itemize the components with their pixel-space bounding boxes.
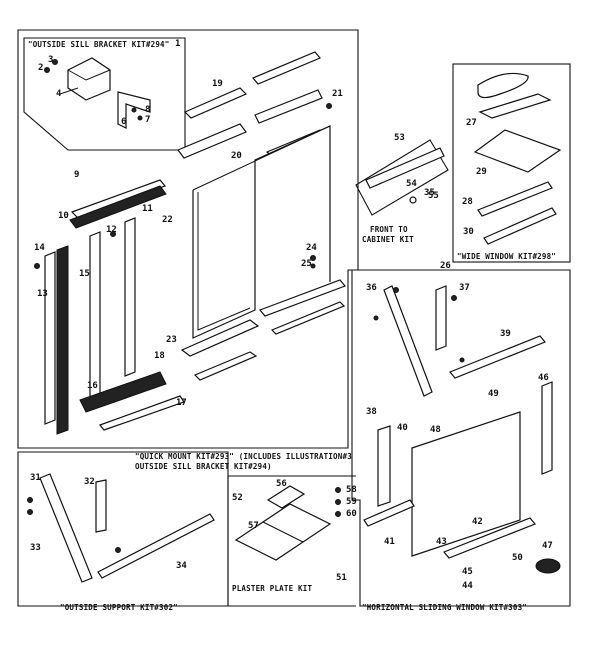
callout: 23 xyxy=(166,335,177,345)
callout: 22 xyxy=(162,215,173,225)
outside-sill-bracket-kit-border xyxy=(23,37,186,151)
callout: 6 xyxy=(121,117,126,127)
callout: 29 xyxy=(476,167,487,177)
callout: 9 xyxy=(74,170,79,180)
callout: 60 xyxy=(346,509,357,519)
callout: 51 xyxy=(336,573,347,583)
callout: 35 xyxy=(424,188,435,198)
callout: 15 xyxy=(79,269,90,279)
horizontal-sliding-window-kit-border xyxy=(351,269,571,607)
callout: 59 xyxy=(346,497,357,507)
callout: 38 xyxy=(366,407,377,417)
callout: 43 xyxy=(436,537,447,547)
callout: 54 xyxy=(406,179,417,189)
callout: 34 xyxy=(176,561,187,571)
callout: 17 xyxy=(176,398,187,408)
plaster-plate-parts xyxy=(234,485,341,561)
callout: 3 xyxy=(48,55,53,65)
callout: 13 xyxy=(37,289,48,299)
callout: 28 xyxy=(462,197,473,207)
callout: 7 xyxy=(145,115,150,125)
horizontal-sliding-window-kit-caption: "HORIZONTAL SLIDING WINDOW KIT#303" xyxy=(362,603,527,612)
callout: 30 xyxy=(463,227,474,237)
callout: 1 xyxy=(175,39,180,49)
callout: 50 xyxy=(512,553,523,563)
callout: 42 xyxy=(472,517,483,527)
callout: 4 xyxy=(56,89,62,99)
callout: 53 xyxy=(394,133,405,143)
callout: 48 xyxy=(430,425,441,435)
callout: 14 xyxy=(34,243,45,253)
callout: 2 xyxy=(38,63,43,73)
callout: 12 xyxy=(106,225,117,235)
callout: 21 xyxy=(332,89,343,99)
callout: 56 xyxy=(276,479,287,489)
callout: 19 xyxy=(212,79,223,89)
outside-sill-bracket-kit-caption: "OUTSIDE SILL BRACKET KIT#294" xyxy=(28,40,169,49)
wide-window-kit-caption: "WIDE WINDOW KIT#298" xyxy=(457,252,556,261)
callout: 25 xyxy=(301,259,312,269)
callout: 24 xyxy=(306,243,317,253)
callout: 46 xyxy=(538,373,549,383)
wide-window-kit-border xyxy=(452,63,571,263)
callout: 45 xyxy=(462,567,473,577)
plaster-plate-kit-border xyxy=(227,475,356,607)
callout: 32 xyxy=(84,477,95,487)
callout: 37 xyxy=(459,283,470,293)
callout: 26 xyxy=(440,261,451,271)
callout: 39 xyxy=(500,329,511,339)
quick-mount-kit-caption-line1: "QUICK MOUNT KIT#293" (INCLUDES ILLUSTRA… xyxy=(135,452,352,461)
quick-mount-kit-border xyxy=(17,29,359,449)
quick-mount-parts xyxy=(34,51,347,435)
callout: 36 xyxy=(366,283,377,293)
quick-mount-kit-caption-line2: OUTSIDE SILL BRACKET KIT#294) xyxy=(135,462,272,471)
callout: 49 xyxy=(488,389,499,399)
callout: 57 xyxy=(248,521,259,531)
callout: 40 xyxy=(397,423,408,433)
callout: 41 xyxy=(384,537,395,547)
callout: 20 xyxy=(231,151,242,161)
plaster-plate-kit-caption: PLASTER PLATE KIT xyxy=(232,584,312,593)
callout: 18 xyxy=(154,351,165,361)
callout: 52 xyxy=(232,493,243,503)
callout: 8 xyxy=(145,105,150,115)
callout: 44 xyxy=(462,581,473,591)
callout: 16 xyxy=(87,381,98,391)
callout: 11 xyxy=(142,204,153,214)
wide-window-parts xyxy=(473,72,562,245)
front-to-cabinet-kit-caption-line1: FRONT TO xyxy=(370,225,408,234)
sill-bracket-parts xyxy=(44,57,151,129)
outside-support-parts xyxy=(27,473,215,583)
horizontal-sliding-window-parts xyxy=(363,285,561,574)
callout: 58 xyxy=(346,485,357,495)
front-to-cabinet-parts xyxy=(355,139,449,216)
outside-support-kit-caption: "OUTSIDE SUPPORT KIT#302" xyxy=(60,603,178,612)
callout: 55 xyxy=(428,191,439,201)
callout: 27 xyxy=(466,118,477,128)
callout: 47 xyxy=(542,541,553,551)
callout-numbers: 1 2 3 4 6 7 8 9 10 11 12 13 14 15 16 17 … xyxy=(30,39,553,591)
front-to-cabinet-kit-caption-line2: CABINET KIT xyxy=(362,235,414,244)
callout: 33 xyxy=(30,543,41,553)
callout: 31 xyxy=(30,473,41,483)
callout: 10 xyxy=(58,211,69,221)
